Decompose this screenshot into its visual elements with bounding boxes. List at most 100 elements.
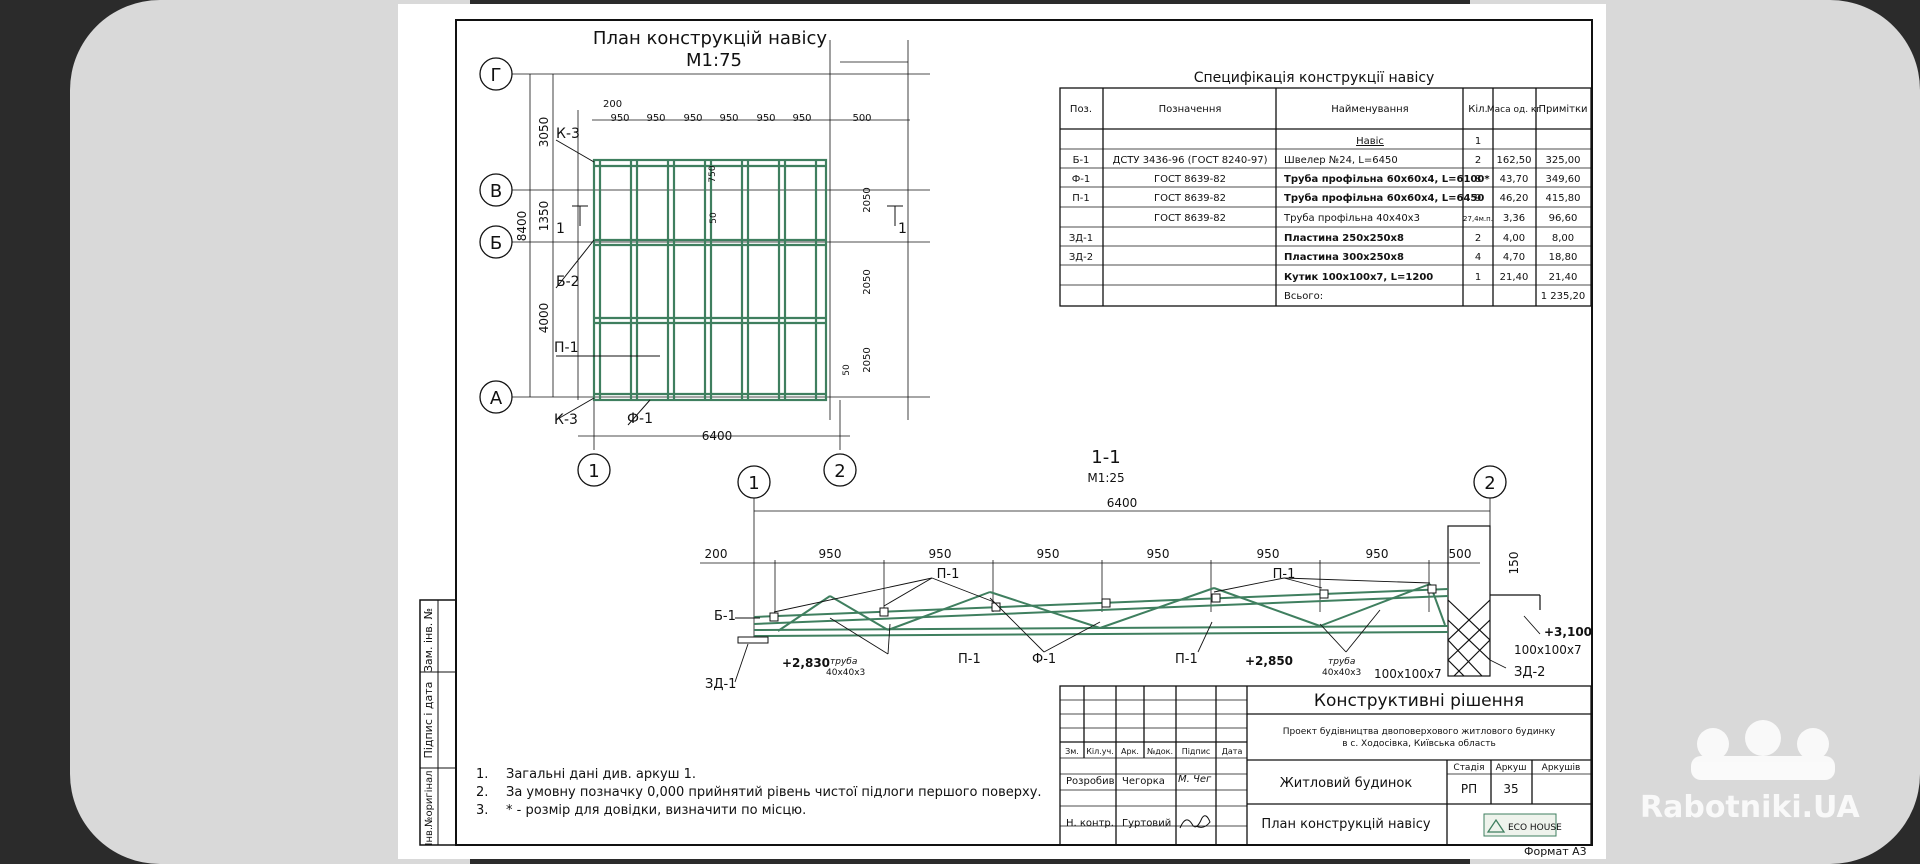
plan-dims-top: 950 950 950 950 950 950 500 — [610, 113, 871, 124]
spec-grid — [1059, 87, 1592, 307]
svg-text:1.: 1. — [476, 767, 488, 782]
svg-text:Позначення: Позначення — [1159, 104, 1222, 115]
section-label-p1-bottom-b: П-1 — [1175, 652, 1198, 667]
plan-steel-structure — [592, 158, 828, 402]
svg-text:950: 950 — [1366, 547, 1389, 561]
svg-text:950: 950 — [1257, 547, 1280, 561]
tb-role-1: Розробив — [1066, 776, 1115, 787]
svg-text:950: 950 — [683, 113, 702, 124]
plan-axis-lines — [510, 40, 930, 450]
plan-title: План конструкцій навісу — [593, 28, 828, 49]
section-dim-150: 150 — [1507, 552, 1521, 575]
svg-text:Найменування: Найменування — [1331, 104, 1408, 115]
svg-text:Маса од. кг: Маса од. кг — [1487, 105, 1541, 115]
spec-cell: 3,36 — [1503, 213, 1525, 224]
spec-cell: Кутик 100х100х7, L=1200 — [1284, 272, 1433, 283]
tb-logo: ECO HOUSE — [1483, 813, 1562, 837]
spec-cell: 2 — [1475, 233, 1481, 244]
spec-cell: 1 — [1475, 136, 1481, 147]
tb-person-1: Чегорка — [1122, 776, 1165, 787]
svg-text:Дата: Дата — [1222, 747, 1243, 756]
svg-text:Аркуш: Аркуш — [1496, 763, 1527, 773]
section-scale: М1:25 — [1087, 471, 1124, 485]
svg-text:950: 950 — [1037, 547, 1060, 561]
spec-cell: Б-1 — [1073, 155, 1090, 166]
svg-text:950: 950 — [929, 547, 952, 561]
svg-text:950: 950 — [719, 113, 738, 124]
section-wall — [1447, 525, 1541, 677]
section-label-zd2: ЗД-2 — [1514, 665, 1545, 680]
plan-dim-3050: 3050 — [537, 117, 551, 148]
section-pipe-b-1: труба — [1328, 657, 1355, 667]
spec-cell: ЗД-2 — [1069, 252, 1093, 263]
spec-cell: 8 — [1475, 174, 1481, 185]
svg-text:500: 500 — [1449, 547, 1472, 561]
spec-cell: Труба профільна 60х60х4, L=6450 — [1284, 192, 1484, 204]
plan-scale: М1:75 — [686, 50, 742, 71]
section-axis-bubbles — [737, 465, 1507, 499]
drawing-sheet — [398, 4, 1606, 859]
plan-dim-4000: 4000 — [537, 303, 551, 334]
spec-cell: 46,20 — [1500, 193, 1529, 204]
spec-cell: Всього: — [1284, 291, 1323, 302]
spec-cell: 43,70 — [1500, 174, 1529, 185]
plan-axis-bubbles — [479, 57, 857, 487]
plan-label-k3-bottom: К-3 — [554, 412, 578, 428]
spec-title: Специфікація конструкції навісу — [1194, 70, 1435, 86]
spec-cell: ЗД-1 — [1069, 233, 1093, 244]
svg-text:Підпис: Підпис — [1182, 747, 1211, 756]
svg-text:Кіл.: Кіл. — [1468, 103, 1487, 115]
spec-cell: 21,40 — [1500, 272, 1529, 283]
plan-label-f1: Ф-1 — [627, 411, 653, 427]
tb-format: Формат А3 — [1524, 845, 1587, 858]
plan-dim-1350: 1350 — [537, 201, 551, 232]
spec-cell: ГОСТ 8639-82 — [1154, 174, 1226, 185]
side-stamp-pidpys: Підпис і дата — [422, 682, 435, 759]
tb-main-title: Конструктивні рішення — [1314, 691, 1524, 711]
svg-text:За умовну позначку 0,000 прийн: За умовну позначку 0,000 прийнятий рівен… — [506, 785, 1042, 800]
tb-project-1: Проект будівництва двоповерхового житлов… — [1283, 727, 1556, 737]
spec-cell: Ф-1 — [1072, 174, 1091, 185]
spec-cell: Пластина 250х250х8 — [1284, 233, 1404, 244]
plan-dim-8400: 8400 — [515, 211, 529, 242]
section-pipe-a-2: 40х40х3 — [826, 668, 865, 678]
section-axis-1: 1 — [748, 473, 759, 494]
svg-text:ECO HOUSE: ECO HOUSE — [1508, 823, 1562, 833]
tb-role-2: Н. контр. — [1066, 818, 1114, 829]
section-label-p1-top-left: П-1 — [937, 567, 960, 582]
tb-stage-cells: Стадія Аркуш Аркушів РП 35 — [1453, 763, 1580, 796]
spec-cell: Швелер №24, L=6450 — [1284, 155, 1398, 166]
plan-axis-b: Б — [490, 233, 502, 254]
side-stamp-zam: Зам. інв. № — [422, 608, 435, 672]
section-label-p1-top-right: П-1 — [1273, 567, 1296, 582]
tb-signature-1: М. Чег — [1178, 774, 1212, 785]
svg-text:950: 950 — [1147, 547, 1170, 561]
svg-text:Примітки: Примітки — [1538, 103, 1587, 115]
svg-text:* - розмір для довідки, визнач: * - розмір для довідки, визначити по міс… — [506, 803, 806, 818]
svg-text:2.: 2. — [476, 785, 488, 800]
spec-cell: 18,80 — [1549, 252, 1578, 263]
side-stamp-inv: Інв.№оригінал — [423, 770, 435, 845]
plan-dim-6400: 6400 — [702, 429, 733, 443]
spec-headers: Поз. Позначення Найменування Кіл. Маса о… — [1070, 103, 1588, 115]
spec-rows: Навіс 1 Б-1 ДСТУ 3436-96 (ГОСТ 8240-97) … — [1069, 135, 1585, 302]
spec-cell: 325,00 — [1546, 155, 1581, 166]
title-block-grid — [1059, 685, 1592, 846]
tb-project-2: в с. Ходосівка, Київська область — [1342, 739, 1496, 749]
tb-signature-2 — [1179, 815, 1211, 829]
plan-cut-right: 1 — [898, 221, 907, 237]
section-dims: 200 950 950 950 950 950 950 500 — [705, 547, 1472, 561]
plan-label-k3-top: К-3 — [556, 126, 580, 142]
plan-axis-v: В — [490, 181, 502, 202]
section-pipe-b-2: 40х40х3 — [1322, 668, 1361, 678]
spec-cell: П-1 — [1072, 193, 1090, 204]
svg-text:35: 35 — [1503, 782, 1518, 796]
spec-cell: 1 — [1475, 272, 1481, 283]
plan-dim-50b: 50 — [842, 364, 852, 376]
plan-dim-2050b: 2050 — [862, 269, 873, 294]
plan-leaders — [555, 139, 903, 426]
svg-text:Стадія: Стадія — [1453, 763, 1484, 773]
spec-cell: ДСТУ 3436-96 (ГОСТ 8240-97) — [1113, 155, 1268, 166]
svg-text:950: 950 — [756, 113, 775, 124]
